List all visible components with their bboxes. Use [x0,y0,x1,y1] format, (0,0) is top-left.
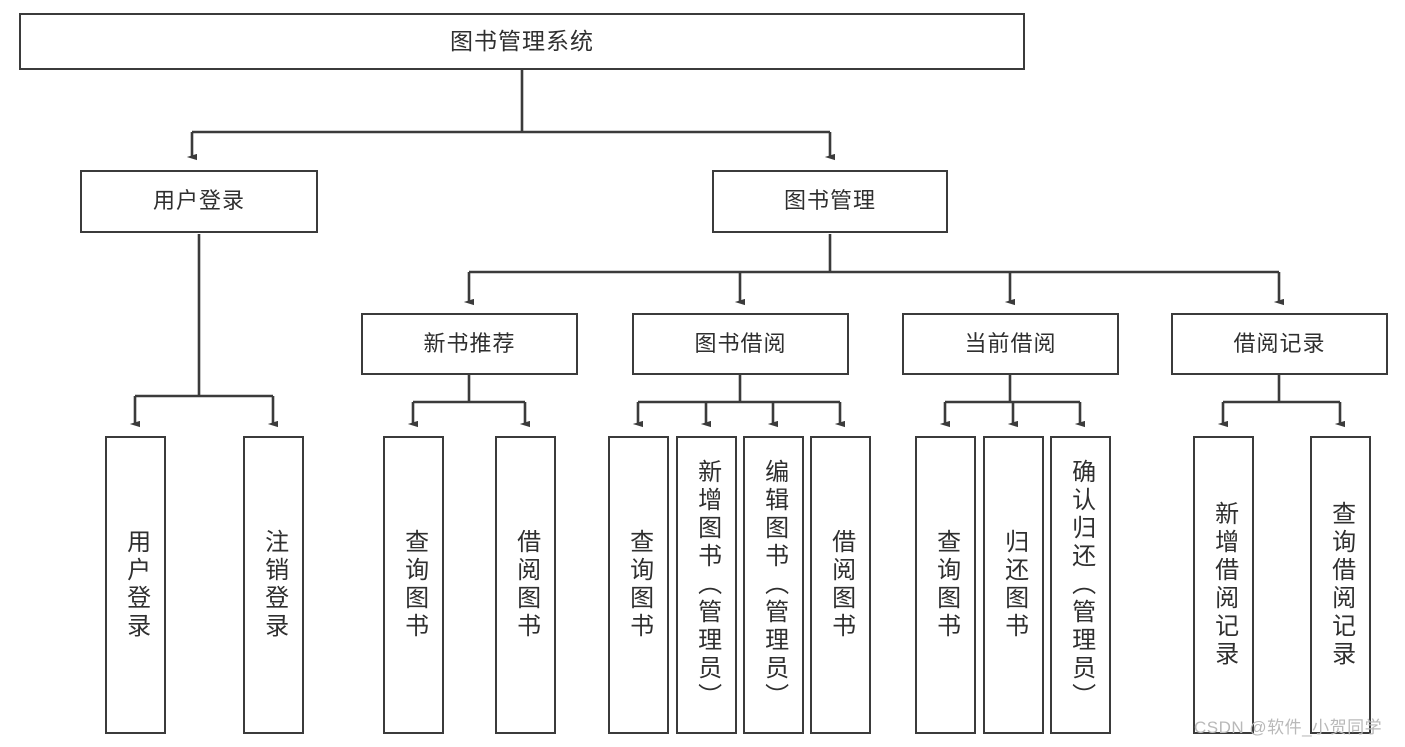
node-label: 查询图书 [400,529,428,641]
node-label: 当前借阅 [964,330,1057,356]
leaf-current-borrow-confirm-return[interactable]: 确认归还（管理员） [1050,436,1111,734]
leaf-current-borrow-query[interactable]: 查询图书 [915,436,976,734]
node-label: 图书管理 [783,188,876,214]
leaf-new-book-borrow[interactable]: 借阅图书 [495,436,556,734]
node-user-login[interactable]: 用户登录 [80,170,318,233]
node-root-system[interactable]: 图书管理系统 [19,13,1025,70]
node-label: 用户登录 [152,188,245,214]
node-label: 归还图书 [1000,529,1028,641]
leaf-book-borrow-add[interactable]: 新增图书（管理员） [676,436,737,734]
node-label: 借阅图书 [827,529,855,641]
leaf-current-borrow-return[interactable]: 归还图书 [983,436,1044,734]
node-label: 新增图书（管理员） [693,459,721,711]
node-new-book-recommend[interactable]: 新书推荐 [361,313,578,375]
node-label: 查询图书 [625,529,653,641]
leaf-user-login-login[interactable]: 用户登录 [105,436,166,734]
leaf-user-login-logout[interactable]: 注销登录 [243,436,304,734]
leaf-borrow-record-add[interactable]: 新增借阅记录 [1193,436,1254,734]
node-book-borrow[interactable]: 图书借阅 [632,313,849,375]
node-book-management[interactable]: 图书管理 [712,170,948,233]
node-label: 用户登录 [122,529,150,641]
node-label: 图书管理系统 [450,27,594,54]
node-label: 确认归还（管理员） [1067,459,1095,711]
node-borrow-record[interactable]: 借阅记录 [1171,313,1388,375]
leaf-borrow-record-query[interactable]: 查询借阅记录 [1310,436,1371,734]
leaf-book-borrow-borrow[interactable]: 借阅图书 [810,436,871,734]
node-label: 图书借阅 [694,330,787,356]
leaf-book-borrow-query[interactable]: 查询图书 [608,436,669,734]
node-label: 编辑图书（管理员） [760,459,788,711]
node-label: 新书推荐 [423,330,516,356]
node-label: 借阅记录 [1233,330,1326,356]
node-label: 新增借阅记录 [1210,501,1238,669]
node-current-borrow[interactable]: 当前借阅 [902,313,1119,375]
node-label: 借阅图书 [512,529,540,641]
node-label: 查询借阅记录 [1327,501,1355,669]
node-label: 查询图书 [932,529,960,641]
node-label: 注销登录 [260,529,288,641]
leaf-new-book-query[interactable]: 查询图书 [383,436,444,734]
leaf-book-borrow-edit[interactable]: 编辑图书（管理员） [743,436,804,734]
